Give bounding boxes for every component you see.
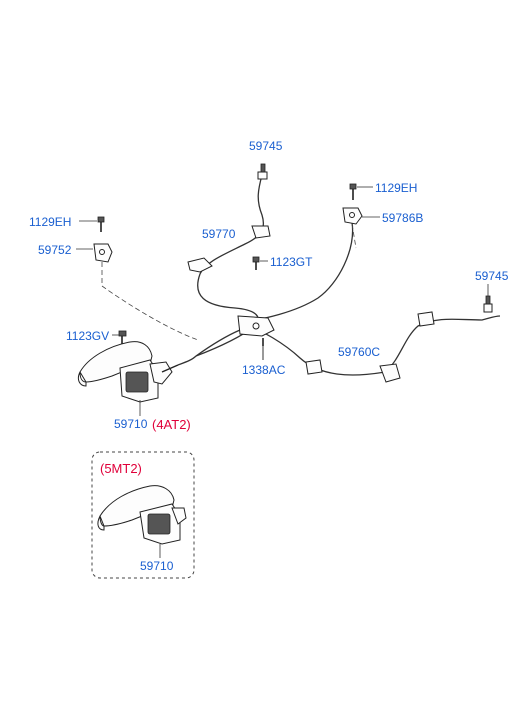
variant-label-5MT2: (5MT2) [100, 461, 142, 476]
leader-lines [101, 223, 357, 360]
clip-59745-right [483, 295, 493, 313]
cable-front-short [177, 355, 197, 366]
part-labels: 59745 1129EH 59786B 1129EH 59752 59770 1… [29, 139, 509, 573]
label-59745-right: 59745 [475, 269, 509, 283]
variant-label-4AT2: (4AT2) [152, 417, 191, 432]
bracket-59786B [342, 207, 363, 225]
lever-4AT2 [77, 341, 179, 403]
bolt-1123GT [252, 256, 260, 270]
label-1129EH-left: 1129EH [29, 215, 71, 229]
label-1338AC: 1338AC [242, 363, 286, 377]
bolt-1129EH-right [349, 183, 357, 200]
clip-59770 [251, 225, 271, 239]
bolt-1129EH-left [97, 216, 105, 232]
clip-59760C-mid [305, 359, 323, 375]
label-59760C: 59760C [338, 345, 380, 359]
label-59710-4AT2: 59710 [114, 417, 148, 431]
label-59770: 59770 [202, 227, 236, 241]
label-59752: 59752 [38, 243, 72, 257]
label-59710-5MT2: 59710 [140, 559, 174, 573]
label-1129EH-right: 1129EH [375, 181, 417, 195]
leader-59786B [351, 223, 357, 249]
label-1123GT: 1123GT [270, 255, 313, 269]
bracket-59752 [93, 243, 113, 263]
clip-59745-top [257, 163, 268, 180]
label-59745-top: 59745 [249, 139, 283, 153]
hardware-parts [93, 163, 493, 383]
bracket-cable-right [379, 311, 435, 383]
cable-59760C [239, 315, 501, 376]
label-1123GV: 1123GV [66, 329, 109, 343]
label-59786B: 59786B [382, 211, 423, 225]
equalizer [237, 315, 275, 337]
variant-5MT2-box [91, 451, 195, 579]
bracket-cable-left [187, 257, 213, 273]
leader-59752 [101, 262, 199, 341]
lever-5MT2 [97, 485, 187, 545]
